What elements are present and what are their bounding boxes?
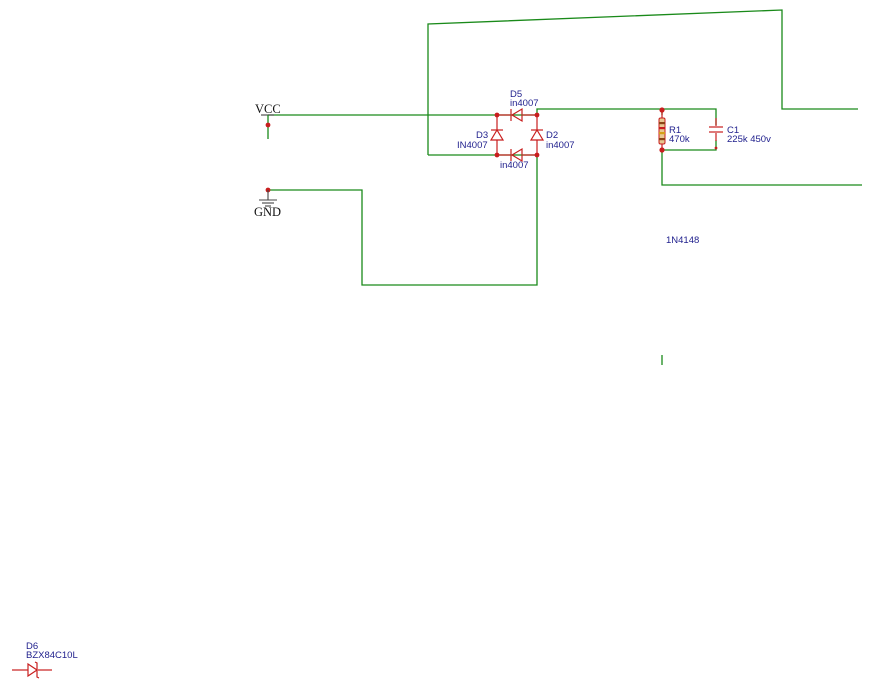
part-value-label: 1N4148: [666, 235, 699, 246]
d5-value: in4007: [510, 98, 539, 109]
r1-ref: R1: [669, 125, 681, 136]
d6-ref: D6: [26, 641, 38, 652]
diode-d4[interactable]: in4007: [497, 147, 537, 171]
d2-ref: D2: [546, 130, 558, 141]
wire-r1-out: [661, 150, 862, 186]
wire-dc-plus: [536, 108, 717, 125]
d2-value: in4007: [546, 140, 575, 151]
d6-value: BZX84C10L: [26, 650, 78, 661]
wire-top-loop: [427, 9, 858, 155]
diode-d2[interactable]: D2 in4007: [529, 115, 575, 155]
vcc-symbol[interactable]: VCC: [255, 102, 281, 139]
wires: [268, 9, 862, 365]
wire-gnd: [268, 155, 538, 286]
diode-d3[interactable]: D3 IN4007: [457, 115, 505, 155]
c1-value: 225k 450v: [727, 134, 771, 145]
d5-ref: D5: [510, 89, 522, 100]
gnd-symbol[interactable]: GND: [254, 187, 281, 219]
zener-d6[interactable]: D6 BZX84C10L: [12, 641, 78, 679]
c1-ref: C1: [727, 125, 739, 136]
bridge-junctions: [494, 112, 540, 158]
vcc-label: VCC: [255, 102, 281, 116]
wire-c1-bottom: [662, 140, 717, 151]
d4-value: in4007: [500, 160, 529, 171]
diode-d5[interactable]: D5 in4007: [497, 89, 539, 123]
capacitor-c1[interactable]: C1 225k 450v: [709, 118, 771, 150]
resistor-r1[interactable]: R1 470k: [658, 107, 690, 153]
gnd-label: GND: [254, 205, 281, 219]
d3-value: IN4007: [457, 140, 488, 151]
r1-value: 470k: [669, 134, 690, 145]
d3-ref: D3: [476, 130, 488, 141]
